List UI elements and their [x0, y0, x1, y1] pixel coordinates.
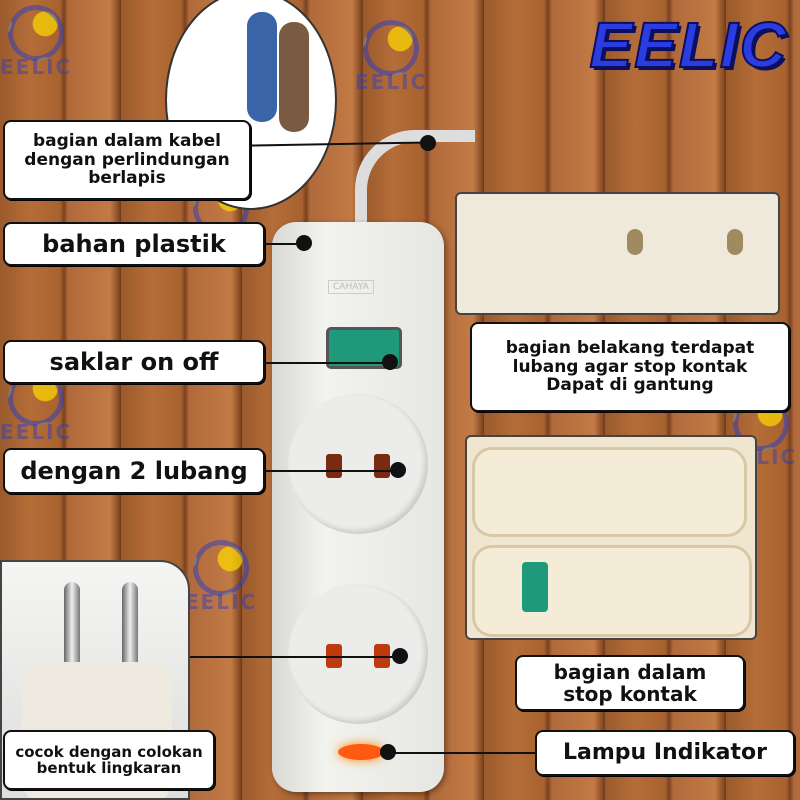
- label-line: stop kontak: [563, 682, 697, 706]
- label-line: bagian dalam kabel: [32, 130, 221, 151]
- label-line: bagian belakang terdapat: [505, 337, 755, 358]
- label-line: lubang agar stop kontak: [512, 356, 748, 377]
- label-line: Dapat di gantung: [546, 375, 714, 396]
- inside-photo: [465, 435, 757, 640]
- label-back: bagian belakang terdapat lubang agar sto…: [470, 322, 790, 412]
- watermark: EELIC: [355, 20, 427, 94]
- label-line: bagian dalam: [553, 660, 707, 684]
- indicator-light: [338, 744, 384, 760]
- label-plug: cocok dengan colokan bentuk lingkaran: [3, 730, 215, 790]
- label-holes: dengan 2 lubang: [3, 448, 265, 494]
- strip-brand: CAHAYA: [328, 280, 374, 294]
- label-line: cocok dengan colokan: [15, 742, 203, 761]
- label-inside: bagian dalam stop kontak: [515, 655, 745, 711]
- socket-1: [288, 394, 428, 534]
- watermark: EELIC: [185, 540, 257, 614]
- watermark: EELIC: [0, 5, 72, 79]
- label-indicator: Lampu Indikator: [535, 730, 795, 776]
- label-line: berlapis: [88, 168, 166, 189]
- label-plastic: bahan plastik: [3, 222, 265, 266]
- power-strip: CAHAYA: [272, 222, 444, 792]
- label-cable: bagian dalam kabel dengan perlindungan b…: [3, 120, 251, 200]
- back-side-photo: [455, 192, 780, 315]
- label-line: bentuk lingkaran: [36, 759, 182, 777]
- brand-logo: EELIC: [589, 8, 788, 82]
- label-line: dengan perlindungan: [24, 149, 230, 170]
- label-switch: saklar on off: [3, 340, 265, 384]
